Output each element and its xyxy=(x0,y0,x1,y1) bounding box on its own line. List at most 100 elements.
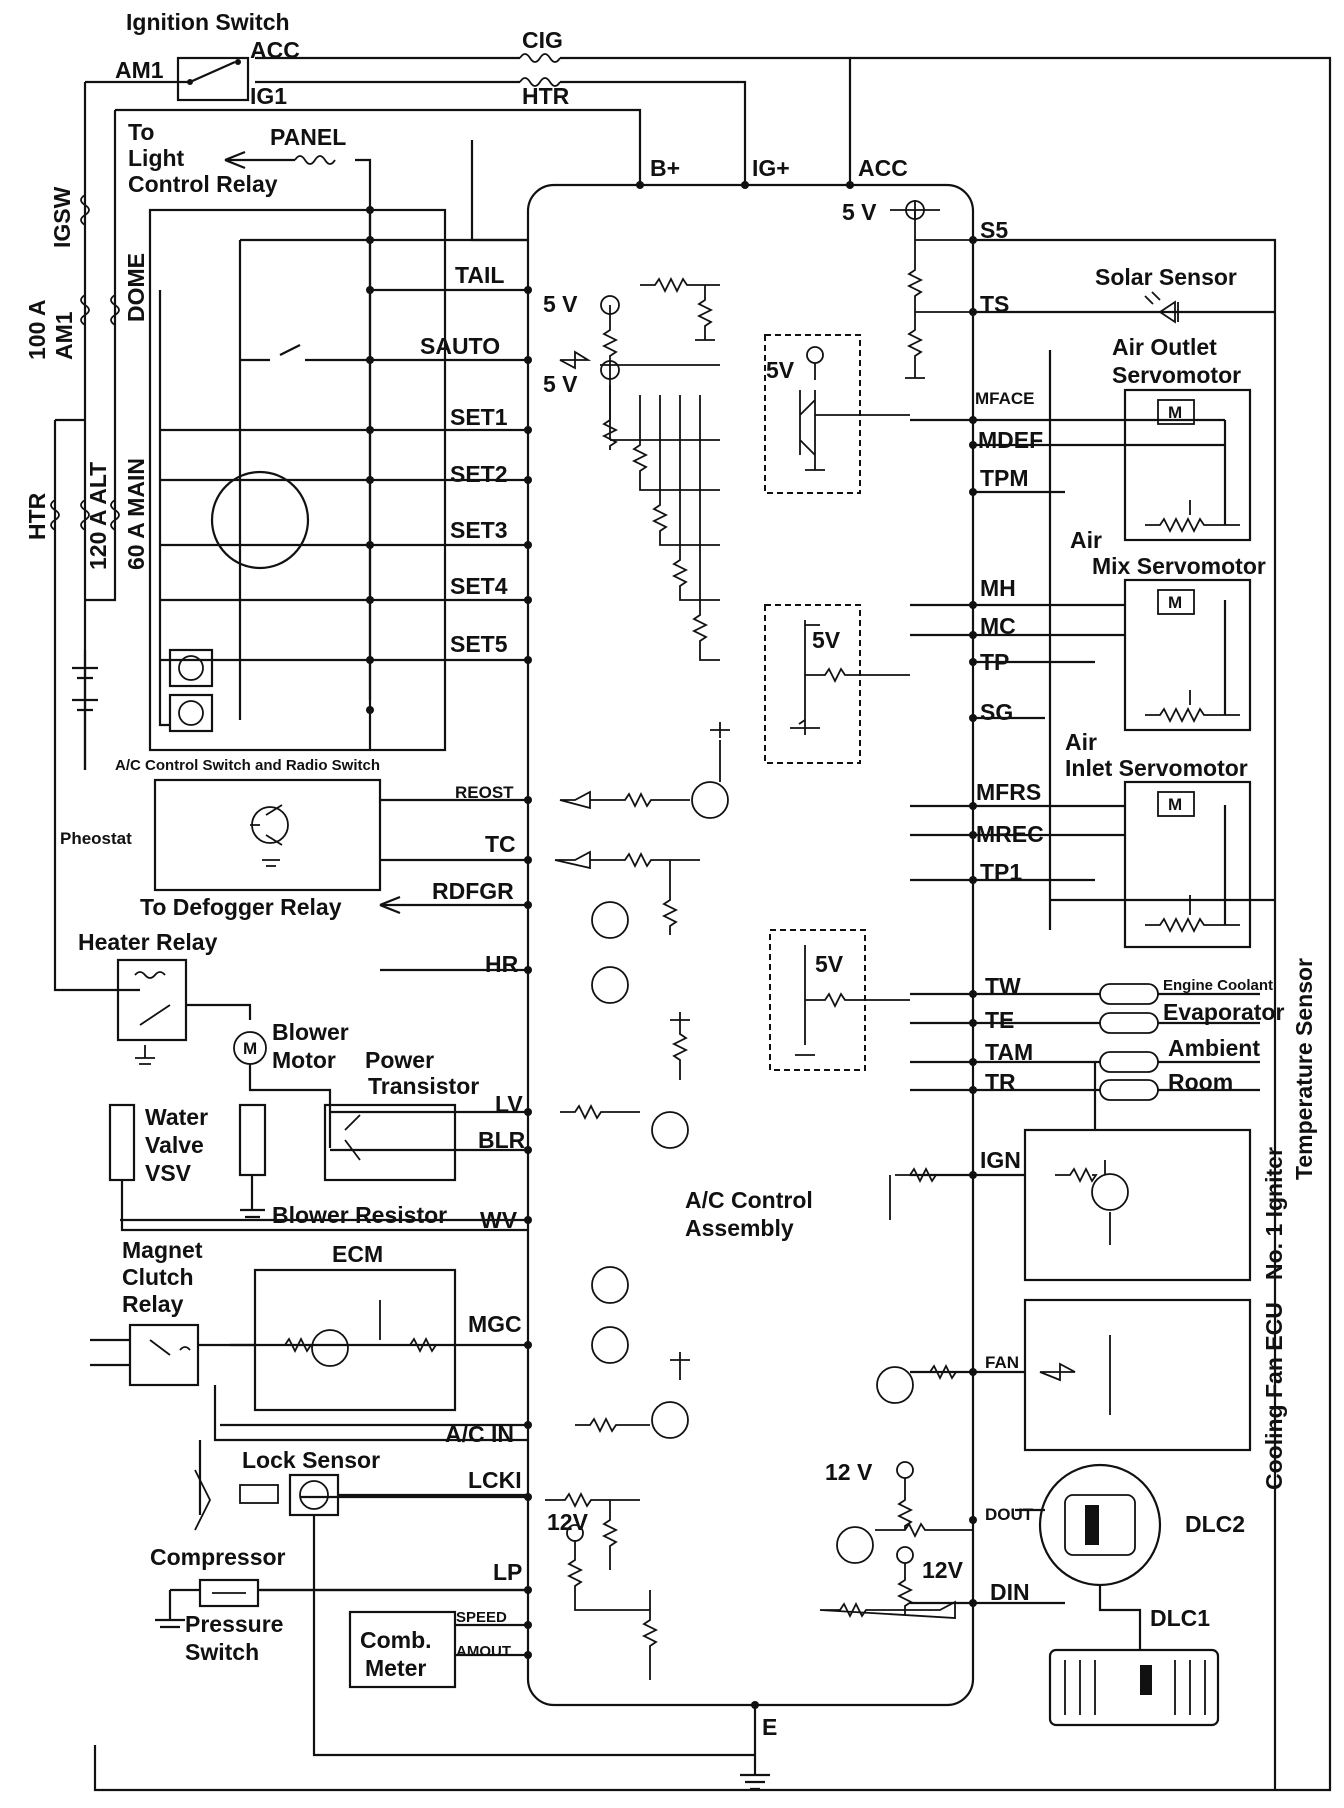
ecu-ground-e: E xyxy=(762,1714,777,1740)
air-mix-line2: Mix Servomotor xyxy=(1092,553,1266,579)
pheostat-block xyxy=(153,778,382,892)
pin-sauto: SAUTO xyxy=(420,333,500,359)
ignition-switch xyxy=(170,56,250,102)
heater-relay-label: Heater Relay xyxy=(78,929,218,955)
100a-label: 100 A xyxy=(24,299,50,360)
compressor-label: Compressor xyxy=(150,1544,286,1570)
lock-sensor-label: Lock Sensor xyxy=(242,1447,380,1473)
temperature-sensor-label: Temperature Sensor xyxy=(1291,958,1317,1180)
pin-tpm: TPM xyxy=(980,465,1029,491)
v12-dout: 12 V xyxy=(825,1459,873,1485)
blower-motor-line2: Motor xyxy=(272,1047,336,1073)
outer-wires xyxy=(53,56,1332,1792)
pin-mc: MC xyxy=(980,613,1016,639)
pin-set5: SET5 xyxy=(450,631,508,657)
pin-sg: SG xyxy=(980,699,1013,725)
pin-rdfgr: RDFGR xyxy=(432,878,514,904)
pin-wv: WV xyxy=(480,1207,518,1233)
water-valve-line3: VSV xyxy=(145,1160,192,1186)
htr-label: HTR xyxy=(522,83,570,109)
ac-switch-label: A/C Control Switch and Radio Switch xyxy=(115,757,380,774)
pin-amout: AMOUT xyxy=(456,1643,511,1660)
blower-resistor-label: Blower Resistor xyxy=(272,1202,447,1228)
pin-lv: LV xyxy=(495,1091,523,1117)
dlc-connectors xyxy=(1038,1463,1220,1727)
htr-fuse-label: HTR xyxy=(24,492,50,540)
panel-label: PANEL xyxy=(270,124,346,150)
v5-box1: 5V xyxy=(766,357,795,383)
to-light-line2: Light xyxy=(128,145,185,171)
lcki-lp-circuits xyxy=(545,1491,659,1680)
power-transistor-line1: Power xyxy=(365,1047,434,1073)
magnet-line3: Relay xyxy=(122,1291,184,1317)
blower-motor-line1: Blower xyxy=(272,1019,349,1045)
pin-speed: SPEED xyxy=(456,1609,507,1626)
pin-reost: REOST xyxy=(455,783,514,802)
pin-ts: TS xyxy=(980,291,1009,317)
pin-lcki: LCKI xyxy=(468,1467,522,1493)
input-resistors xyxy=(559,276,720,661)
lock-sensor xyxy=(194,1440,755,1757)
acc-label: ACC xyxy=(250,37,300,63)
pin-mfrs: MFRS xyxy=(976,779,1041,805)
room-label: Room xyxy=(1168,1069,1233,1095)
pressure-switch-line1: Pressure xyxy=(185,1611,283,1637)
comb-meter-line1: Comb. xyxy=(360,1627,432,1653)
pin-set1: SET1 xyxy=(450,404,508,430)
servomotors xyxy=(1123,388,1252,949)
dlc2-label: DLC2 xyxy=(1185,1511,1245,1537)
pin-tp1: TP1 xyxy=(980,859,1022,885)
pin-mh: MH xyxy=(980,575,1016,601)
pin-set4: SET4 xyxy=(450,573,508,599)
pheostat-label: Pheostat xyxy=(60,829,132,848)
cig-label: CIG xyxy=(522,27,563,53)
heater-relay xyxy=(116,958,252,1065)
ecu-pin-acc: ACC xyxy=(858,155,908,181)
air-outlet-line2: Servomotor xyxy=(1112,362,1241,388)
ig1-label: IG1 xyxy=(250,83,287,109)
v5-ts: 5 V xyxy=(842,199,877,225)
pin-set3: SET3 xyxy=(450,517,508,543)
solar-sensor-label: Solar Sensor xyxy=(1095,264,1237,290)
v5-box2: 5V xyxy=(812,627,841,653)
pin-tw: TW xyxy=(985,973,1021,999)
air-outlet-line1: Air Outlet xyxy=(1112,334,1217,360)
pin-mdef: MDEF xyxy=(978,427,1043,453)
igniter-label: No. 1 Igniter xyxy=(1261,1147,1287,1280)
ecm-label: ECM xyxy=(332,1241,383,1267)
pressure-switch-line2: Switch xyxy=(185,1639,259,1665)
pin-hr: HR xyxy=(485,951,519,977)
reost-tc-circuits xyxy=(554,722,730,1439)
am1-label: AM1 xyxy=(115,57,164,83)
dome-label: DOME xyxy=(123,253,149,322)
ambient-label: Ambient xyxy=(1168,1035,1260,1061)
ts-network xyxy=(890,200,973,379)
solar-sensor xyxy=(1144,291,1179,324)
main-label: 60 A MAIN xyxy=(123,458,149,570)
water-valve xyxy=(108,1103,528,1232)
pin-set2: SET2 xyxy=(450,461,508,487)
temperature-sensors xyxy=(1099,983,1260,1101)
pin-tr: TR xyxy=(985,1069,1016,1095)
air-inlet-line1: Air xyxy=(1065,729,1097,755)
v12-lcki: 12V xyxy=(547,1509,589,1535)
pin-mface: MFACE xyxy=(975,389,1035,408)
pin-tam: TAM xyxy=(985,1039,1033,1065)
pin-mrec: MREC xyxy=(976,821,1044,847)
v5-a: 5 V xyxy=(543,291,578,317)
to-defogger-label: To Defogger Relay xyxy=(140,894,342,920)
air-mix-line1: Air xyxy=(1070,527,1102,553)
servo2-m: M xyxy=(1168,593,1182,612)
to-light-line1: To xyxy=(128,119,154,145)
magnet-line2: Clutch xyxy=(122,1264,194,1290)
ecu-pin-igplus: IG+ xyxy=(752,155,790,181)
dlc1-label: DLC1 xyxy=(1150,1605,1210,1631)
ecu-pin-bplus: B+ xyxy=(650,155,680,181)
ecu-body xyxy=(526,183,975,1791)
ac-control-switch xyxy=(148,140,528,752)
to-light-line3: Control Relay xyxy=(128,171,278,197)
blower-block: M xyxy=(233,1031,457,1219)
left-pin-dots xyxy=(366,206,532,1659)
compressor-pressure xyxy=(155,1578,528,1629)
